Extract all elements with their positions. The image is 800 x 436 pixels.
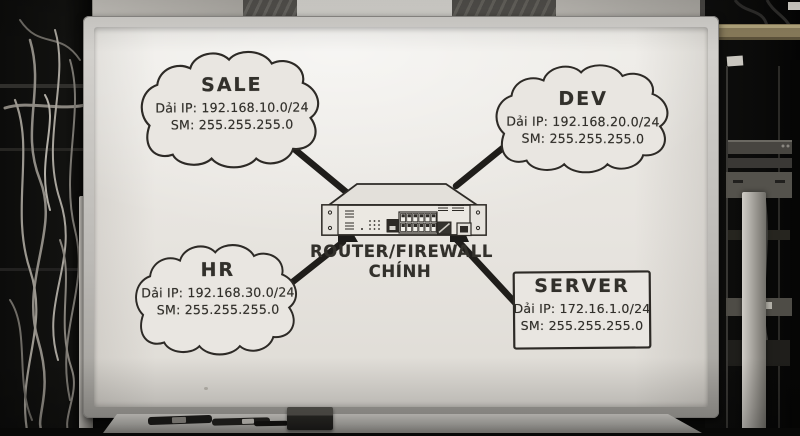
network-node-dev: DEV Dải IP: 192.168.20.0/24 SM: 255.255.… (500, 88, 666, 148)
marker-band (171, 416, 187, 424)
whiteboard-marker (253, 420, 289, 427)
board-smudge (204, 387, 208, 390)
node-title: SALE (201, 73, 263, 97)
node-title: SERVER (534, 275, 630, 297)
node-ip-range: Dải IP: 192.168.30.0/24 (141, 284, 295, 301)
node-title: DEV (558, 87, 608, 111)
node-subnet-mask: SM: 255.255.255.0 (156, 301, 280, 318)
marker-band (241, 418, 255, 424)
network-node-sale: SALE Dải IP: 192.168.10.0/24 SM: 255.255… (146, 73, 318, 133)
node-ip-range: Dải IP: 192.168.20.0/24 (506, 113, 660, 130)
node-subnet-mask: SM: 255.255.255.0 (170, 116, 294, 133)
node-ip-range: Dải IP: 172.16.1.0/24 (513, 301, 651, 316)
rack-cables-drawing (0, 19, 92, 436)
node-title: HR (200, 258, 236, 282)
ceiling-light-panel (556, 0, 700, 18)
stand-pole-right (742, 192, 766, 436)
network-node-server: SERVER Dải IP: 172.16.1.0/24 SM: 255.255… (507, 275, 657, 334)
ceiling-light-panel (93, 0, 243, 20)
node-ip-range: Dải IP: 192.168.10.0/24 (155, 99, 309, 116)
network-node-hr: HR Dải IP: 192.168.30.0/24 SM: 255.255.2… (133, 259, 303, 319)
router-label-line2: CHÍNH (368, 262, 432, 281)
router-label: ROUTER/FIREWALL CHÍNH (310, 242, 494, 282)
node-subnet-mask: SM: 255.255.255.0 (521, 130, 645, 147)
whiteboard-eraser (287, 407, 333, 430)
node-subnet-mask: SM: 255.255.255.0 (520, 318, 644, 333)
router-label-line1: ROUTER/FIREWALL (310, 242, 494, 261)
server-rack-left (0, 0, 92, 436)
